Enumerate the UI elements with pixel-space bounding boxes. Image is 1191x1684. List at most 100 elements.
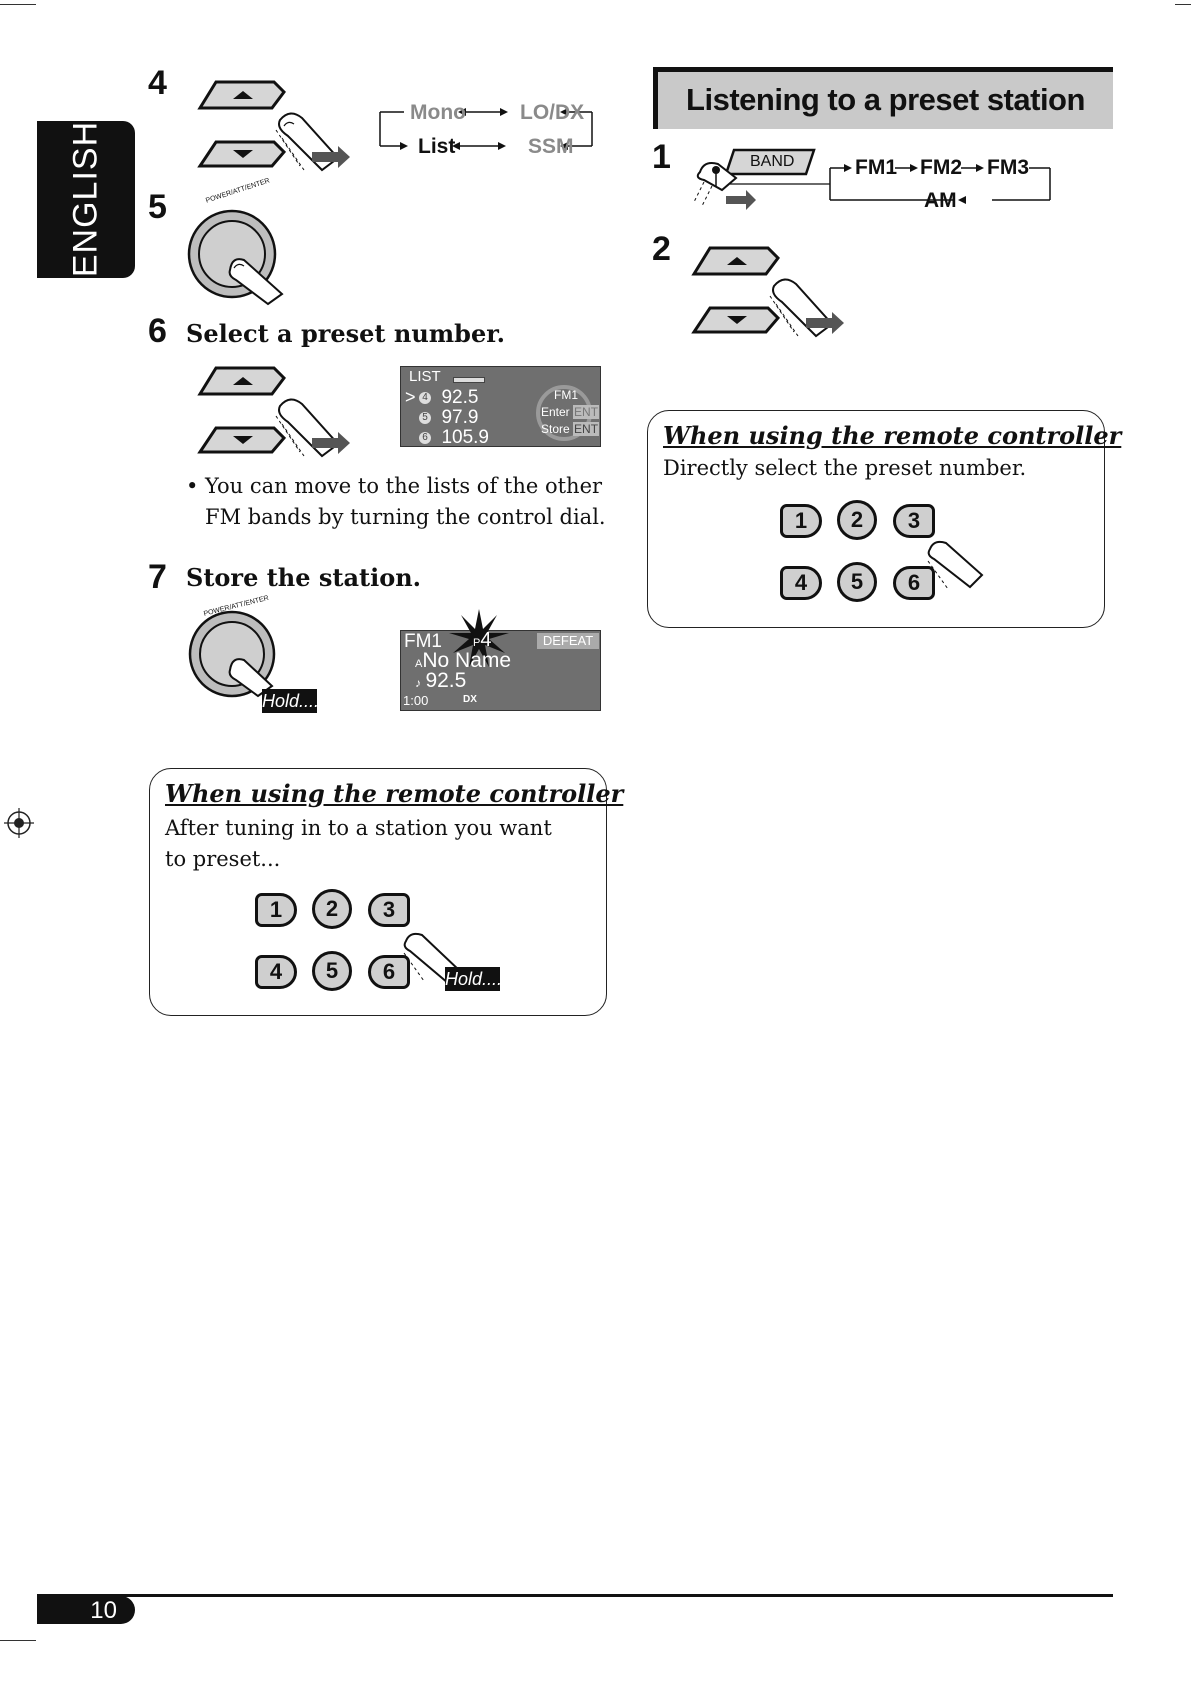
bullet-text: You can move to the lists of the other F… [205,474,606,529]
remote-button-label: 1 [269,897,283,922]
list-row: 5 97.9 [419,407,529,428]
remote-tip-text: Directly select the preset number. [663,456,1027,480]
remote-button-1: 1 [780,504,822,538]
registration-mark-icon [4,808,34,838]
preset-number: 4 [419,392,431,404]
remote-button-2: 2 [312,889,352,929]
band-cycle-diagram [829,164,1051,204]
language-tab: ENGLISH [37,121,135,278]
remote-button-label: 1 [794,508,808,533]
preset-value: 4 [480,629,492,651]
enter-label: Enter ENT [541,405,600,419]
preset-number: 6 [419,432,431,444]
up-down-buttons-icon [691,246,844,338]
mode-lodx: LO/DX [520,101,585,124]
up-down-buttons-icon [197,366,350,458]
band-am: AM [924,189,957,212]
remote-button-5: 5 [312,951,352,991]
remote-button-label: 3 [907,508,921,533]
name-text: No Name [422,649,512,672]
page-number-tab: 10 [37,1596,135,1624]
step-number: 2 [652,230,671,268]
preset-frequency: 97.9 [441,407,479,428]
remote-button-label: 2 [325,896,339,921]
remote-button-label: 4 [794,570,808,595]
remote-button-3: 3 [893,504,935,538]
remote-tip-box: When using the remote controller After t… [149,768,623,1016]
remote-button-label: 5 [850,569,864,594]
station-frequency: ♪ 92.5 [415,669,466,693]
name-icon: A [415,658,423,670]
store-text: Store [541,422,570,436]
crop-mark [0,1640,36,1641]
ent-badge: ENT [573,405,600,419]
enter-text: Enter [541,405,570,419]
preset-number: 5 [419,412,431,424]
page-number: 10 [90,1597,117,1624]
list-row: 4 92.5 [419,387,529,408]
defeat-badge: DEFEAT [537,633,599,649]
band-label: FM1 [554,388,578,402]
store-label: Store ENT [541,422,600,436]
remote-button-4: 4 [780,566,822,600]
remote-button-label: 5 [325,958,339,983]
band-fm2: FM2 [920,156,962,179]
control-dial-icon [187,209,284,306]
remote-tip-box: When using the remote controller Directl… [647,410,1121,628]
list-cursor-icon: > [405,387,416,407]
store-display: FM1 P4 DEFEAT ANo Name ♪ 92.5 1:00 DX [400,609,601,711]
mode-list: List [418,135,456,158]
step-title: Store the station. [186,563,422,592]
mode-cycle-diagram [379,108,593,150]
flash-burst-icon [449,609,509,667]
band-button-label: BAND [750,153,795,170]
band-fm3: FM3 [987,156,1029,179]
preset-prefix: P [473,637,481,649]
preset-frequency: 92.5 [441,387,479,408]
mode-ssm: SSM [528,135,574,158]
language-label: ENGLISH [66,120,105,278]
preset-frequency: 105.9 [441,427,489,448]
remote-button-5: 5 [837,562,877,602]
bullet-icon: • [186,474,199,498]
hold-badge: Hold.... [262,689,320,713]
step-number: 7 [148,558,167,596]
section-header: Listening to a preset station [653,67,1113,129]
up-down-buttons-icon [197,80,350,172]
remote-button-1: 1 [255,893,297,927]
remote-button-label: 3 [382,897,396,922]
list-header-bar [453,377,485,383]
bullet-item: • You can move to the lists of the other… [186,471,606,533]
remote-tip-title: When using the remote controller [165,779,624,808]
frequency-icon: ♪ [415,676,421,690]
band-button-press-icon [693,148,830,210]
remote-button-label: 2 [850,507,864,532]
remote-button-6: 6 [368,955,410,989]
hold-badge: Hold.... [445,967,503,991]
step-number: 4 [148,64,167,102]
mode-mono: Mono [410,101,466,124]
remote-tip-text: After tuning in to a station you want to… [165,816,552,871]
remote-button-4: 4 [255,955,297,989]
ent-badge: ENT [573,422,600,436]
remote-button-label: 6 [382,959,396,984]
step-number: 5 [148,188,167,226]
step-number: 6 [148,312,167,350]
station-name: ANo Name [415,649,511,673]
control-dial-icon [188,610,276,698]
step-title: Select a preset number. [186,319,506,348]
list-row: 6 105.9 [419,427,529,448]
remote-button-label: 6 [907,570,921,595]
clock-time: 1:00 [403,693,429,708]
crop-mark [0,4,36,5]
remote-button-label: 4 [269,959,283,984]
remote-button-2: 2 [837,500,877,540]
band-label: FM1 [404,631,442,652]
band-fm1: FM1 [855,156,897,179]
preset-indicator: P4 [473,629,491,652]
remote-tip-title: When using the remote controller [663,421,1122,450]
crop-mark [1175,4,1191,5]
finger-icon [927,540,984,590]
preset-list-display: LIST > 4 92.5 5 97.9 6 105.9 FM1 Enter E… [400,366,601,448]
dx-indicator: DX [463,694,477,705]
